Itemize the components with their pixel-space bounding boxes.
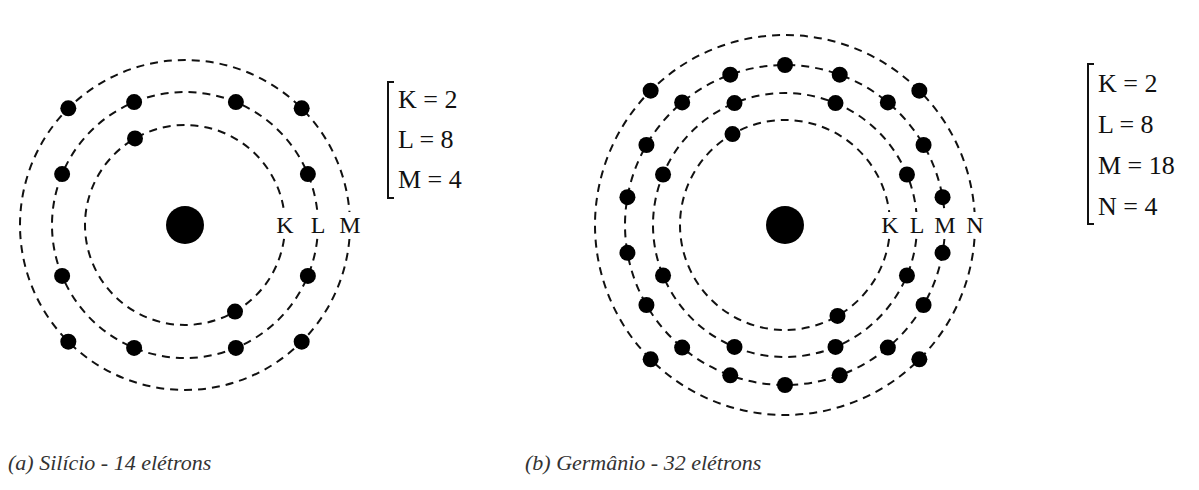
electron xyxy=(832,67,848,83)
electron xyxy=(54,166,70,182)
electron xyxy=(830,308,846,324)
electron xyxy=(643,351,659,367)
bracket xyxy=(1088,64,1094,224)
shell-name: N xyxy=(964,212,985,238)
electron xyxy=(60,100,76,116)
electron-shell xyxy=(85,125,285,325)
electron xyxy=(619,245,635,261)
electron xyxy=(935,189,951,205)
electron xyxy=(828,95,844,111)
electron xyxy=(916,297,932,313)
electron xyxy=(916,137,932,153)
electron xyxy=(638,137,654,153)
electron xyxy=(674,340,690,356)
electron xyxy=(722,367,738,383)
electron xyxy=(300,268,316,284)
electron-shell xyxy=(595,35,975,415)
electron xyxy=(643,83,659,99)
electron xyxy=(726,95,742,111)
electron xyxy=(655,268,671,284)
electron xyxy=(294,100,310,116)
electron xyxy=(619,189,635,205)
electron xyxy=(899,166,915,182)
electron xyxy=(880,340,896,356)
nucleus xyxy=(766,206,804,244)
electron xyxy=(832,367,848,383)
electron xyxy=(674,94,690,110)
electron xyxy=(880,94,896,110)
electron xyxy=(655,166,671,182)
shell-count: M = 4 xyxy=(398,163,462,197)
shell-count: L = 8 xyxy=(398,123,454,157)
electron xyxy=(725,126,741,142)
electron xyxy=(911,351,927,367)
shell-name: M xyxy=(932,212,957,238)
electron xyxy=(828,339,844,355)
electron xyxy=(227,304,243,320)
electron xyxy=(228,94,244,110)
electron-shell xyxy=(680,120,890,330)
shell-count: N = 4 xyxy=(1098,190,1157,224)
electron-shell xyxy=(653,93,917,357)
electron xyxy=(228,340,244,356)
figure-caption: (b) Germânio - 32 elétrons xyxy=(525,446,761,480)
shell-count: M = 18 xyxy=(1098,149,1175,183)
electron xyxy=(638,297,654,313)
electron xyxy=(126,340,142,356)
electron xyxy=(54,268,70,284)
atom xyxy=(595,35,975,415)
electron xyxy=(300,166,316,182)
atom xyxy=(20,60,350,390)
nucleus xyxy=(166,206,204,244)
electron xyxy=(777,57,793,73)
electron xyxy=(911,83,927,99)
shell-count: L = 8 xyxy=(1098,108,1154,142)
shell-name: K xyxy=(274,212,295,238)
electron xyxy=(935,245,951,261)
bracket xyxy=(388,82,394,198)
electron xyxy=(777,377,793,393)
electron xyxy=(722,67,738,83)
electron xyxy=(127,130,143,146)
shell-name: L xyxy=(908,212,927,238)
shell-name: M xyxy=(337,212,362,238)
electron xyxy=(294,334,310,350)
figure-caption: (a) Silício - 14 elétrons xyxy=(8,446,211,480)
shell-count: K = 2 xyxy=(1098,67,1157,101)
electron xyxy=(726,339,742,355)
electron xyxy=(126,94,142,110)
electron-shell xyxy=(20,60,350,390)
electron-shell xyxy=(625,65,945,385)
electron-shell xyxy=(52,92,318,358)
shell-name: K xyxy=(879,212,900,238)
shell-count: K = 2 xyxy=(398,83,457,117)
shell-name: L xyxy=(309,212,328,238)
electron xyxy=(899,268,915,284)
electron xyxy=(60,334,76,350)
